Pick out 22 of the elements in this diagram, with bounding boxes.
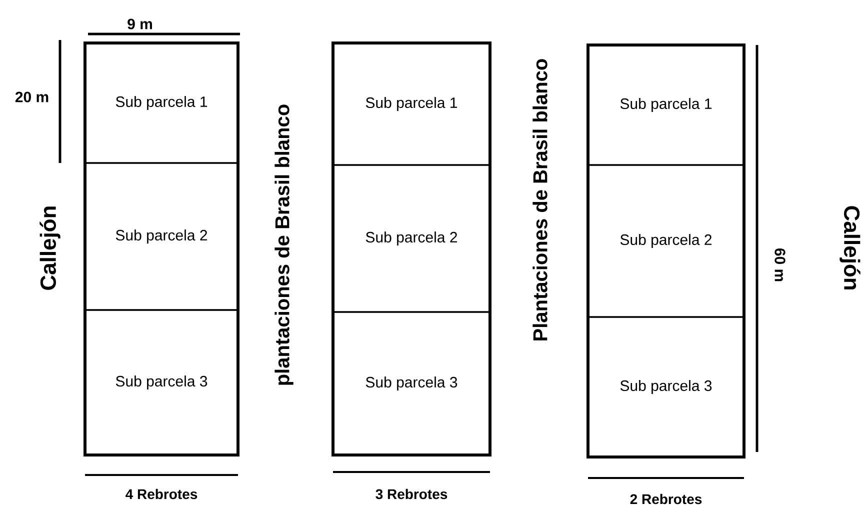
subplot-box: Sub parcela 1 [84, 42, 239, 164]
count-label: 2 Rebrotes [630, 494, 702, 504]
side-label: Plantaciones de Brasil blanco [532, 59, 548, 340]
subplot-box: Sub parcela 1 [587, 44, 745, 166]
subplot-box: Sub parcela 2 [587, 164, 745, 318]
dimension-label: 20 m [15, 92, 48, 102]
subplot-box: Sub parcela 1 [332, 42, 491, 166]
subplot-box: Sub parcela 3 [84, 309, 239, 456]
plot-box [332, 42, 492, 456]
subplot-box: Sub parcela 3 [332, 311, 491, 456]
side-label: plantaciones de Brasil blanco [274, 104, 294, 385]
plot-box [84, 42, 240, 456]
side-label: Callejón [40, 206, 60, 290]
count-label: 4 Rebrotes [126, 488, 198, 500]
subplot-box: Sub parcela 2 [84, 162, 239, 311]
subplot-box: Sub parcela 3 [587, 316, 745, 458]
dimension-label: 60 m [774, 248, 786, 282]
count-label: 3 Rebrotes [376, 488, 448, 500]
side-label: Callejón [840, 206, 860, 290]
subplot-box: Sub parcela 2 [332, 164, 491, 313]
plot-box [586, 44, 746, 458]
dimension-label: 9 m [128, 18, 152, 30]
